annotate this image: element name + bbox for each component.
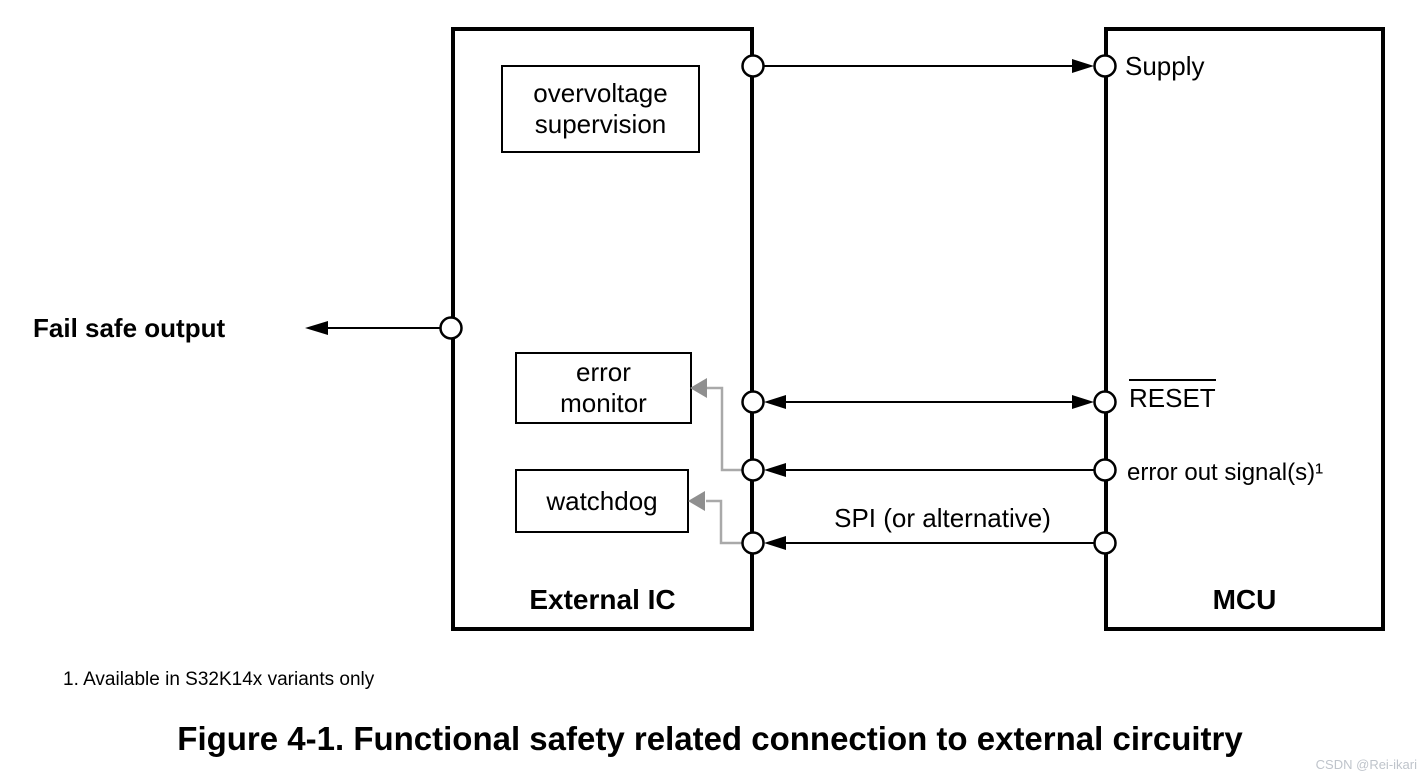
error-monitor-block: error monitor [515,352,692,424]
overvoltage-supervision-block: overvoltage supervision [501,65,700,153]
error-monitor-label: error monitor [560,357,647,418]
mcu-pin-reset-label: RESET [1129,379,1216,411]
mcu-pin-supply-label: Supply [1125,51,1205,81]
external-ic-title: External IC [529,584,676,615]
error-out-arrowhead-icon [764,463,786,477]
overvoltage-supervision-label: overvoltage supervision [533,78,668,139]
footnote: 1. Available in S32K14x variants only [63,669,375,690]
supply-arrowhead-icon [1072,59,1094,73]
reset-left-arrowhead-icon [764,395,786,409]
spi-connection [764,536,1095,550]
reset-right-arrowhead-icon [1072,395,1094,409]
reset-connection [764,395,1094,409]
fail-safe-output-label: Fail safe output [33,313,226,343]
supply-connection [763,59,1094,73]
mcu-pin-error-out-label: error out signal(s)¹ [1127,459,1324,486]
mcu-box: MCU [1104,27,1385,631]
fail-safe-connection [305,321,441,335]
spi-bus-label: SPI (or alternative) [834,503,1051,533]
reset-overline-text: RESET [1129,379,1216,411]
error-out-connection [764,463,1095,477]
fail-safe-arrowhead-icon [305,321,328,335]
watchdog-block: watchdog [515,469,689,533]
mcu-title: MCU [1212,584,1277,615]
spi-arrowhead-icon [764,536,786,550]
watermark: CSDN @Rei-ikari [1315,757,1417,772]
watchdog-label: watchdog [546,485,658,516]
figure-caption: Figure 4-1. Functional safety related co… [177,720,1243,757]
